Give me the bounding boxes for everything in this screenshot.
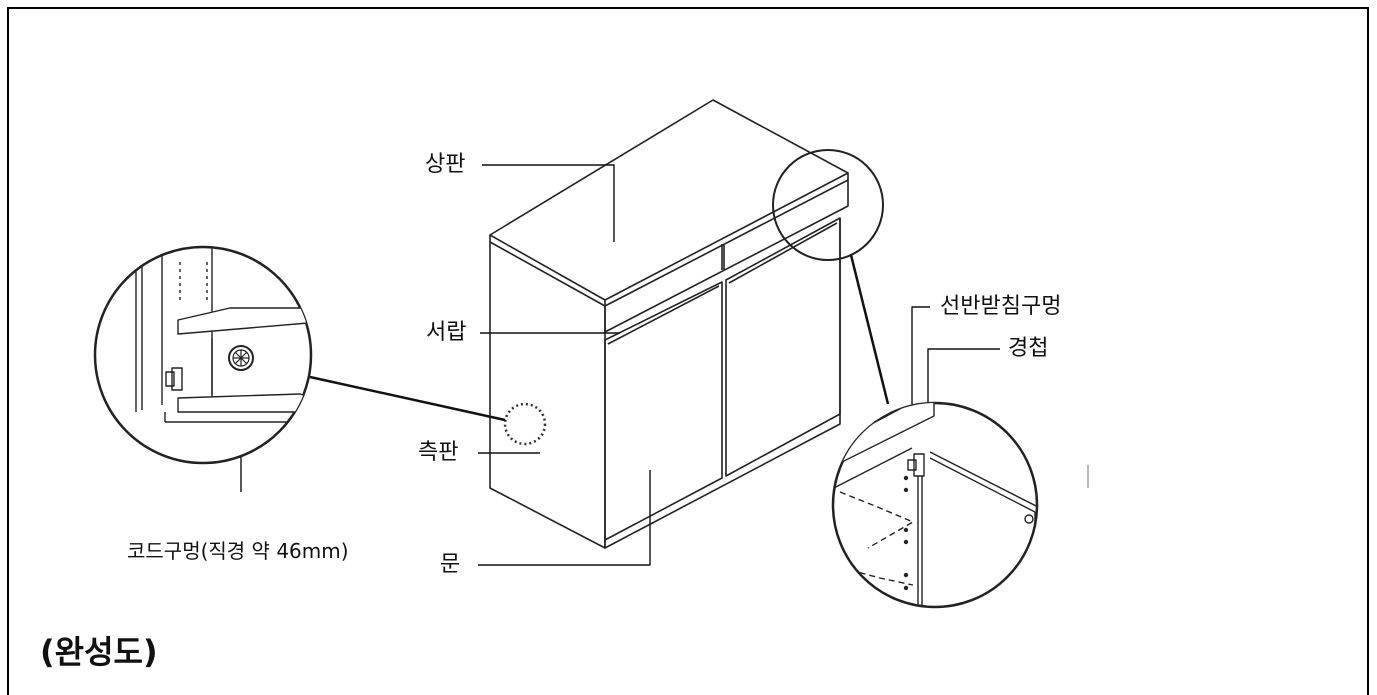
cord-hole-label: 코드구멍(직경 약 46mm): [127, 539, 349, 563]
hinge-zoom-marker: [772, 149, 884, 261]
cord-hole-detail: [93, 245, 313, 465]
base-plinth-shape: [604, 414, 841, 549]
door-right-shape: [725, 217, 841, 477]
shelf-support-holes-label: 선반받침구멍: [940, 294, 1062, 319]
top-panel-label: 상판: [425, 152, 466, 177]
diagram-title: (완성도): [40, 633, 158, 671]
side-panel-label: 측판: [418, 440, 459, 465]
top-panel-shape: [489, 99, 849, 301]
cabinet: [489, 99, 884, 549]
door-label: 문: [440, 552, 461, 577]
hinge-detail: [831, 401, 1089, 609]
drawer-front-shape: [604, 180, 849, 333]
diagram-frame: [7, 7, 1369, 695]
cord-hole-marker: [503, 402, 547, 446]
hinge-label: 경첩: [1008, 336, 1049, 361]
drawer-label: 서랍: [426, 320, 467, 345]
door-left-shape: [604, 281, 723, 541]
